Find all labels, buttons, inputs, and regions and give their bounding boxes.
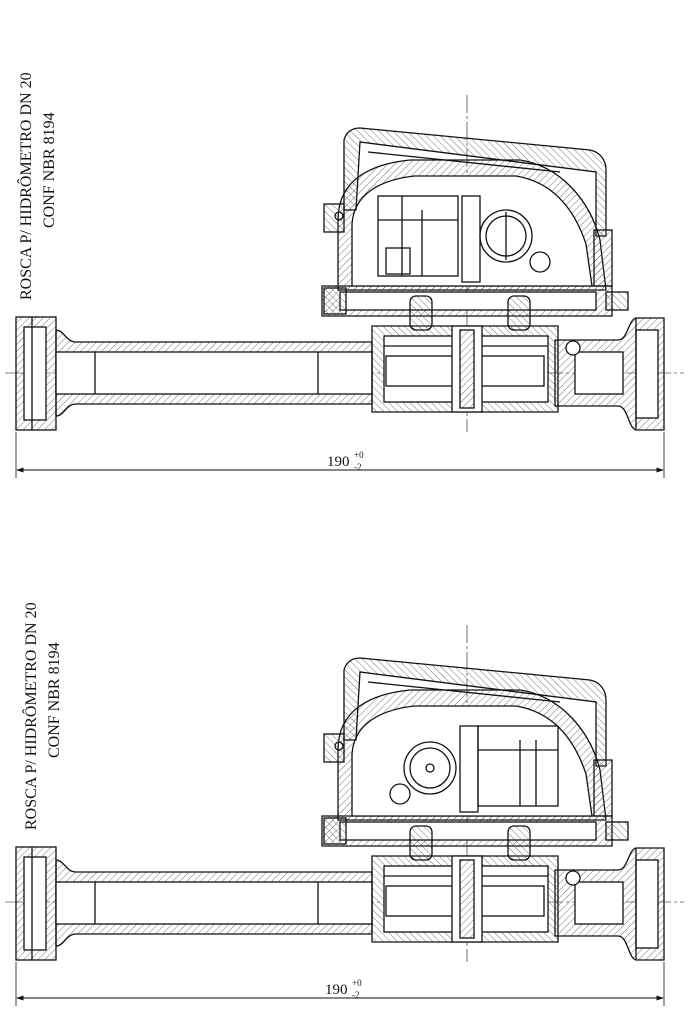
dimension-tol-upper: +0	[354, 450, 364, 460]
right-boss	[593, 759, 613, 817]
dimension-value: 190	[327, 454, 350, 470]
drawing-view-bottom: ROSCA P/ HIDRÔMETRO DN 20 CONF NBR 8194	[5, 602, 684, 1006]
thread-note-line2: CONF NBR 8194	[46, 642, 63, 758]
left-boss	[323, 733, 345, 763]
gear-train	[477, 725, 559, 807]
magnet-left	[409, 295, 433, 331]
outlet-plug	[565, 870, 581, 886]
dimension-tol-lower: -2	[352, 990, 360, 1000]
gear-train	[377, 195, 459, 277]
magnet-right	[507, 825, 531, 861]
dimension-tol-lower: -2	[354, 462, 362, 472]
impeller-shaft	[459, 859, 475, 939]
overall-length-dimension: 190 +0 -2	[15, 432, 665, 478]
dimension-tol-upper: +0	[352, 978, 362, 988]
dial-ring	[403, 741, 457, 795]
magnet-left	[409, 825, 433, 861]
thread-note-line1: ROSCA P/ HIDRÔMETRO DN 20	[16, 72, 35, 300]
impeller-shaft	[459, 329, 475, 409]
right-boss	[593, 229, 613, 287]
overall-length-dimension: 190 +0 -2	[15, 962, 665, 1006]
drawing-view-top: ROSCA P/ HIDRÔMETRO DN 20 CONF NBR 8194	[5, 72, 684, 478]
outlet-plug	[565, 340, 581, 356]
magnet-right	[507, 295, 531, 331]
meter-section-view	[5, 625, 684, 962]
dimension-value: 190	[325, 982, 348, 998]
thread-note-line1: ROSCA P/ HIDRÔMETRO DN 20	[21, 602, 40, 830]
meter-section-view	[5, 95, 684, 432]
thread-note-line2: CONF NBR 8194	[41, 112, 58, 228]
left-boss	[323, 203, 345, 233]
